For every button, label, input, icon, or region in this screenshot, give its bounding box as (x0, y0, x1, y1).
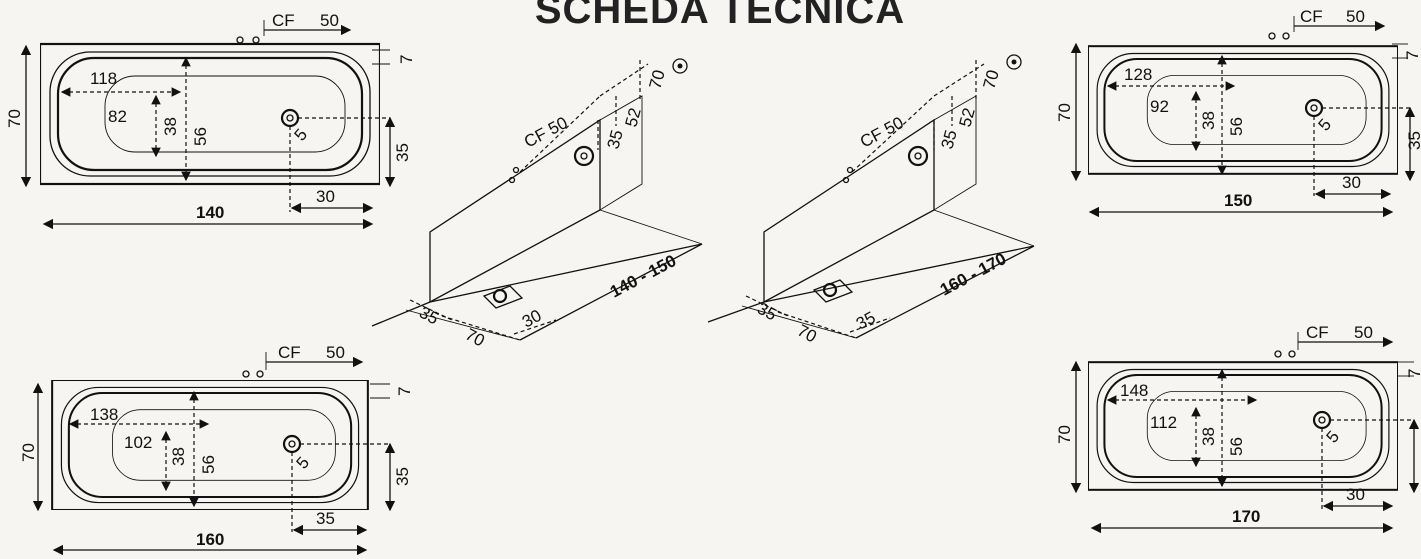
tub-170-width: 70 (1055, 425, 1074, 444)
tub-150-inner-length: 128 (1124, 65, 1152, 84)
tub-170-cf-val: 50 (1354, 323, 1373, 342)
tub-150-length: 150 (1224, 191, 1252, 210)
tub-140-drain: 5 (291, 125, 312, 144)
tub-150-plan: 70 150 CF 50 7 128 92 38 56 5 35 30 (1055, 7, 1421, 218)
install-2-d35: 35 (754, 299, 780, 325)
install-2-h52: 52 (956, 106, 979, 129)
tub-150-drain-y: 35 (1405, 131, 1421, 150)
tub-160-drain-x: 35 (316, 509, 335, 528)
install-140-150-isometric: CF 50 70 52 35 35 70 30 140 - 150 (371, 58, 703, 350)
install-2-h70: 70 (980, 68, 1003, 91)
tub-140-depth56: 56 (191, 127, 210, 146)
tub-160-depth38: 38 (169, 447, 188, 466)
install-1-cf: CF 50 (521, 113, 571, 152)
tub-150-cf: CF (1300, 7, 1323, 26)
tub-140-rim: 7 (397, 55, 416, 64)
tub-170-plan: 70 170 CF 50 7 148 112 38 56 5 30 (1055, 323, 1421, 534)
install-1-h52: 52 (622, 106, 645, 129)
tub-140-inner-base: 82 (108, 107, 127, 126)
tub-160-rim: 7 (395, 387, 414, 396)
tub-140-cf-val: 50 (320, 11, 339, 30)
tub-160-drain: 5 (293, 453, 314, 472)
tub-160-inner-length: 138 (90, 405, 118, 424)
install-2-d70: 70 (794, 321, 820, 347)
tub-140-drain-y: 35 (393, 143, 412, 162)
tub-170-inner-length: 148 (1120, 381, 1148, 400)
tub-150-rim: 7 (1403, 51, 1421, 60)
tub-140-width: 70 (5, 109, 24, 128)
tub-170-drain-x: 30 (1346, 485, 1365, 504)
tub-170-depth56: 56 (1227, 437, 1246, 456)
tub-160-cf: CF (278, 343, 301, 362)
tub-140-plan: 70 140 CF 50 7 118 82 38 56 5 35 30 (5, 11, 416, 230)
tub-170-drain: 5 (1323, 427, 1344, 446)
tub-160-inner-base: 102 (124, 433, 152, 452)
tub-150-depth38: 38 (1199, 111, 1218, 130)
tub-170-inner-base: 112 (1150, 413, 1177, 432)
install-1-h70: 70 (646, 68, 669, 91)
tub-150-depth56: 56 (1227, 117, 1246, 136)
tub-160-length: 160 (196, 530, 224, 549)
page-title: SCHEDA TECNICA (534, 0, 906, 32)
tub-150-drain-x: 30 (1342, 173, 1361, 192)
tub-140-length: 140 (196, 203, 224, 222)
tub-170-rim: 7 (1405, 369, 1421, 378)
tub-160-width: 70 (19, 443, 38, 462)
tub-150-drain: 5 (1315, 115, 1336, 134)
install-160-170-isometric: CF 50 70 52 35 35 70 35 160 - 170 (707, 54, 1035, 347)
tub-150-inner-base: 92 (1150, 97, 1169, 116)
tub-160-drain-y: 35 (393, 467, 412, 486)
install-2-cf: CF 50 (857, 113, 907, 152)
tub-160-plan: 70 160 CF 50 7 138 102 38 56 5 35 35 (19, 343, 414, 556)
tub-150-cf-val: 50 (1346, 7, 1365, 26)
tub-150-width: 70 (1055, 103, 1074, 122)
tub-140-cf: CF (272, 11, 295, 30)
install-1-d30: 30 (519, 306, 545, 332)
tub-170-depth38: 38 (1199, 427, 1218, 446)
install-2-h35: 35 (938, 128, 961, 151)
install-1-h35: 35 (604, 128, 627, 151)
install-1-range: 140 - 150 (607, 251, 679, 302)
tub-140-inner-length: 118 (90, 69, 117, 88)
tub-160-cf-val: 50 (326, 343, 345, 362)
install-2-range: 160 - 170 (937, 249, 1009, 300)
tub-140-depth38: 38 (161, 117, 180, 136)
tub-170-length: 170 (1232, 507, 1260, 526)
tub-140-drain-x: 30 (316, 187, 335, 206)
tub-160-depth56: 56 (199, 455, 218, 474)
tub-170-cf: CF (1306, 323, 1329, 342)
